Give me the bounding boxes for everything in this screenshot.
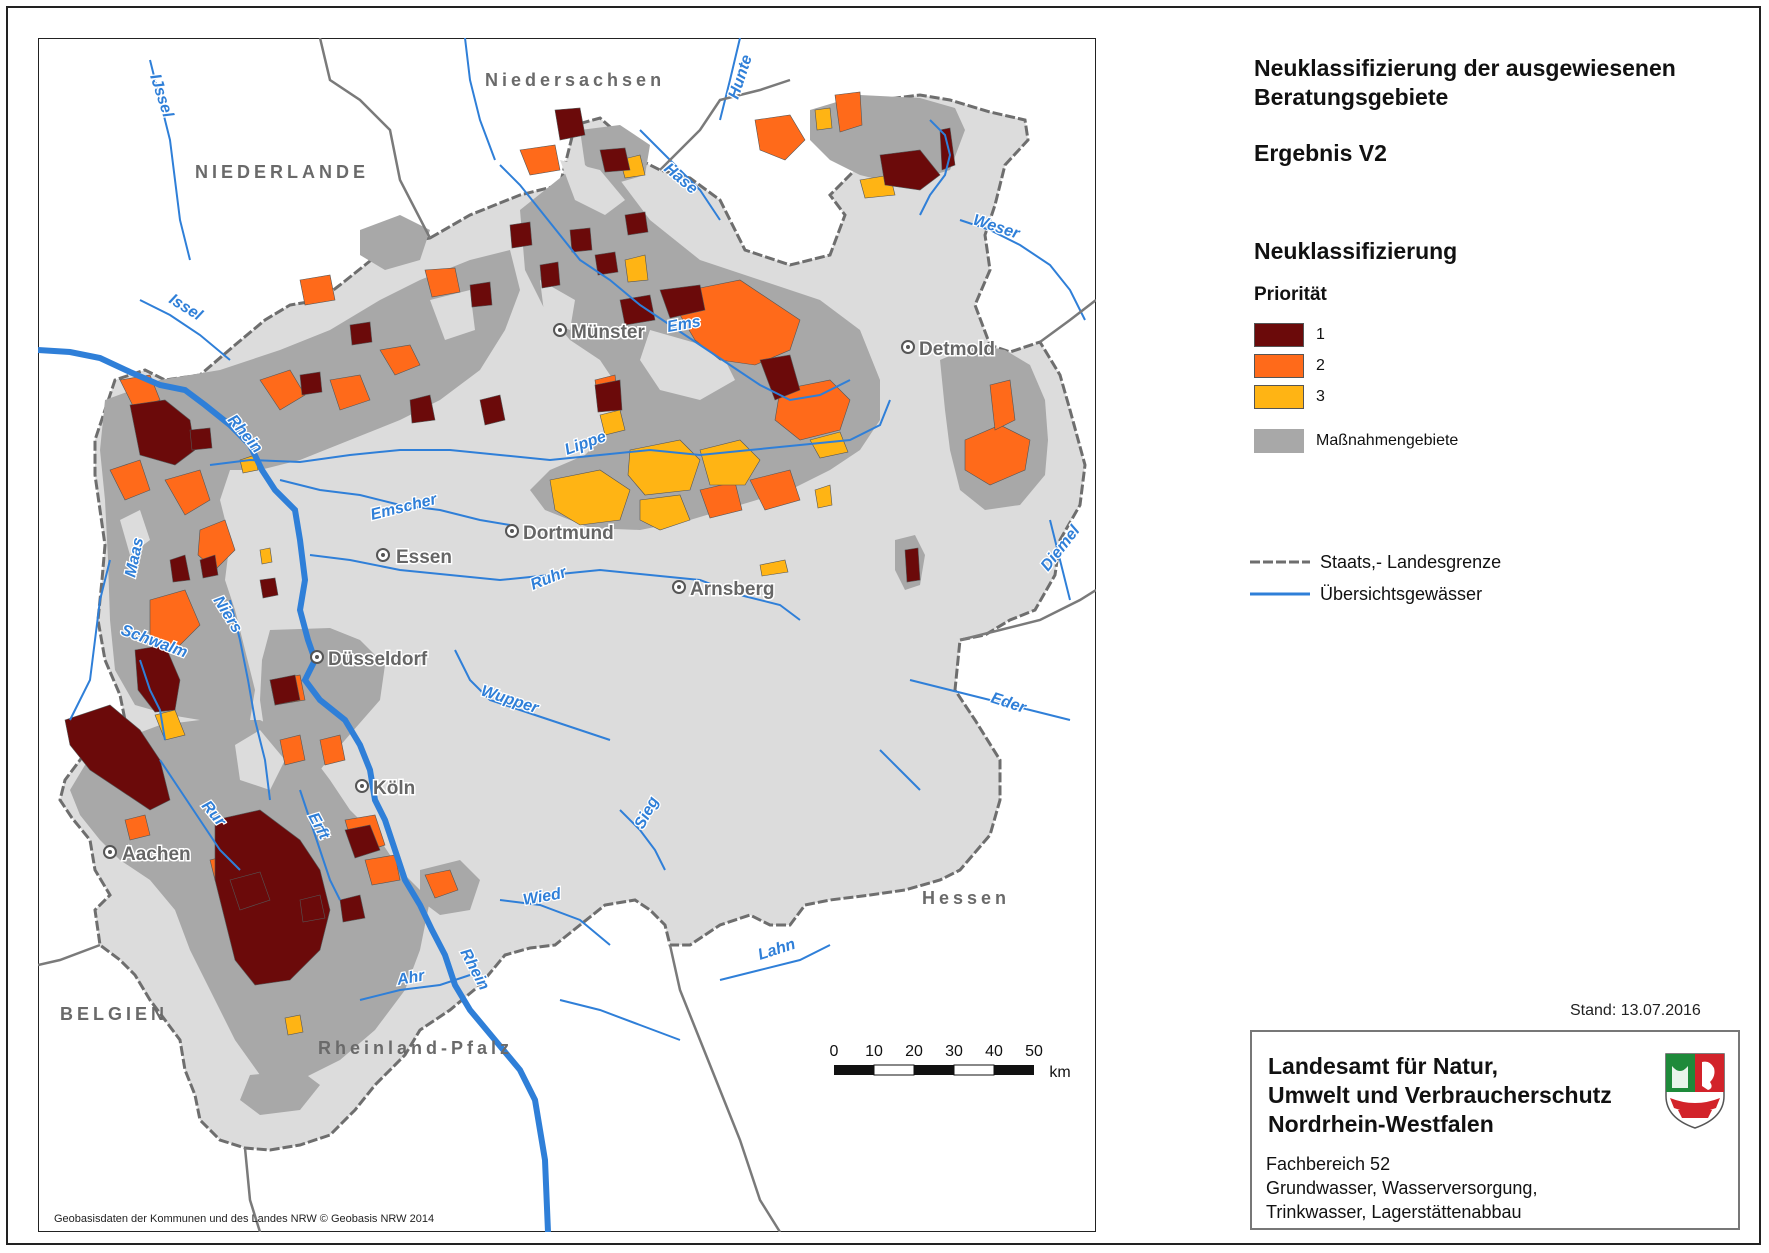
- label-hessen: Hessen: [922, 888, 1010, 908]
- city-arnsberg: Arnsberg: [690, 579, 774, 600]
- scale-tick-0: 0: [830, 1043, 839, 1060]
- swatch-priority-2: [1254, 354, 1304, 378]
- map-canvas: NIEDERLANDE Niedersachsen BELGIEN Rheinl…: [38, 38, 1096, 1232]
- swatch-priority-3: [1254, 385, 1304, 409]
- data-credit: Geobasisdaten der Kommunen und des Lande…: [54, 1213, 435, 1225]
- map-frame: [6, 6, 1761, 1245]
- dept-line3: Trinkwasser, Lagerstättenabbau: [1266, 1202, 1522, 1222]
- legend-water: Übersichtsgewässer: [1250, 583, 1482, 605]
- city-koeln: Köln: [373, 778, 415, 799]
- agency-line1: Landesamt für Natur,: [1268, 1053, 1499, 1079]
- label-rheinland-pfalz: Rheinland-Pfalz: [318, 1038, 513, 1058]
- agency-line2: Umwelt und Verbraucherschutz: [1268, 1082, 1612, 1108]
- rivers: [38, 38, 1086, 1232]
- department-block: Fachbereich 52 Grundwasser, Wasserversor…: [1266, 1152, 1537, 1224]
- label-water: Übersichtsgewässer: [1320, 583, 1483, 604]
- swatch-priority-1: [1254, 323, 1304, 347]
- city-dortmund: Dortmund: [523, 523, 614, 544]
- legend-title-line1: Neuklassifizierung der ausgewiesenen: [1254, 55, 1676, 81]
- legend-priority-2: 2: [1254, 353, 1325, 379]
- city-duesseldorf: Düsseldorf: [328, 649, 428, 670]
- swatch-measures: [1254, 429, 1304, 453]
- city-muenster: Münster: [571, 322, 646, 343]
- scale-tick-20: 20: [905, 1043, 923, 1060]
- scale-tick-50: 50: [1025, 1043, 1043, 1060]
- legend-border: Staats,- Landesgrenze: [1250, 551, 1501, 573]
- priority-2-areas: [109, 91, 1031, 899]
- date-stand: Stand: 13.07.2016: [1570, 1002, 1701, 1019]
- city-markers: [103, 323, 915, 859]
- label-priority-2: 2: [1316, 357, 1325, 374]
- legend-priority-1: 1: [1254, 322, 1325, 348]
- label-niederlande: NIEDERLANDE: [195, 162, 369, 182]
- legend-subtitle: Neuklassifizierung: [1254, 238, 1458, 264]
- legend-measures: Maßnahmengebiete: [1254, 428, 1458, 454]
- label-niedersachsen: Niedersachsen: [485, 70, 665, 90]
- scale-tick-30: 30: [945, 1043, 963, 1060]
- neighbor-borders: [38, 38, 1096, 1232]
- scale-unit: km: [1049, 1064, 1070, 1081]
- agency-box: Landesamt für Natur, Umwelt und Verbrauc…: [1250, 1030, 1740, 1230]
- city-aachen: Aachen: [122, 844, 191, 865]
- label-border: Staats,- Landesgrenze: [1320, 551, 1502, 572]
- legend-title: Neuklassifizierung der ausgewiesenen Ber…: [1254, 54, 1744, 112]
- agency-name: Landesamt für Natur, Umwelt und Verbrauc…: [1268, 1052, 1612, 1139]
- scale-tick-40: 40: [985, 1043, 1003, 1060]
- city-detmold: Detmold: [919, 339, 995, 360]
- legend-panel: Neuklassifizierung der ausgewiesenen Ber…: [1250, 40, 1750, 1240]
- border-line-symbol: [1250, 560, 1310, 564]
- water-line-symbol: [1250, 592, 1310, 596]
- priority-1-areas: [64, 107, 956, 986]
- label-priority-3: 3: [1316, 388, 1325, 405]
- dept-line1: Fachbereich 52: [1266, 1154, 1391, 1174]
- scale-tick-10: 10: [865, 1043, 883, 1060]
- legend-priority-heading: Priorität: [1254, 284, 1327, 305]
- city-essen: Essen: [396, 547, 452, 568]
- dept-line2: Grundwasser, Wasserversorgung,: [1266, 1178, 1538, 1198]
- nrw-coat-of-arms-icon: [1665, 1053, 1725, 1129]
- legend-priority-3: 3: [1254, 384, 1325, 410]
- legend-title-line2: Beratungsgebiete: [1254, 84, 1449, 110]
- label-priority-1: 1: [1316, 326, 1325, 343]
- agency-line3: Nordrhein-Westfalen: [1268, 1111, 1494, 1137]
- legend-result: Ergebnis V2: [1254, 140, 1387, 166]
- label-belgien: BELGIEN: [60, 1004, 168, 1024]
- label-measures: Maßnahmengebiete: [1316, 432, 1459, 449]
- scale-bar: [834, 1064, 1034, 1076]
